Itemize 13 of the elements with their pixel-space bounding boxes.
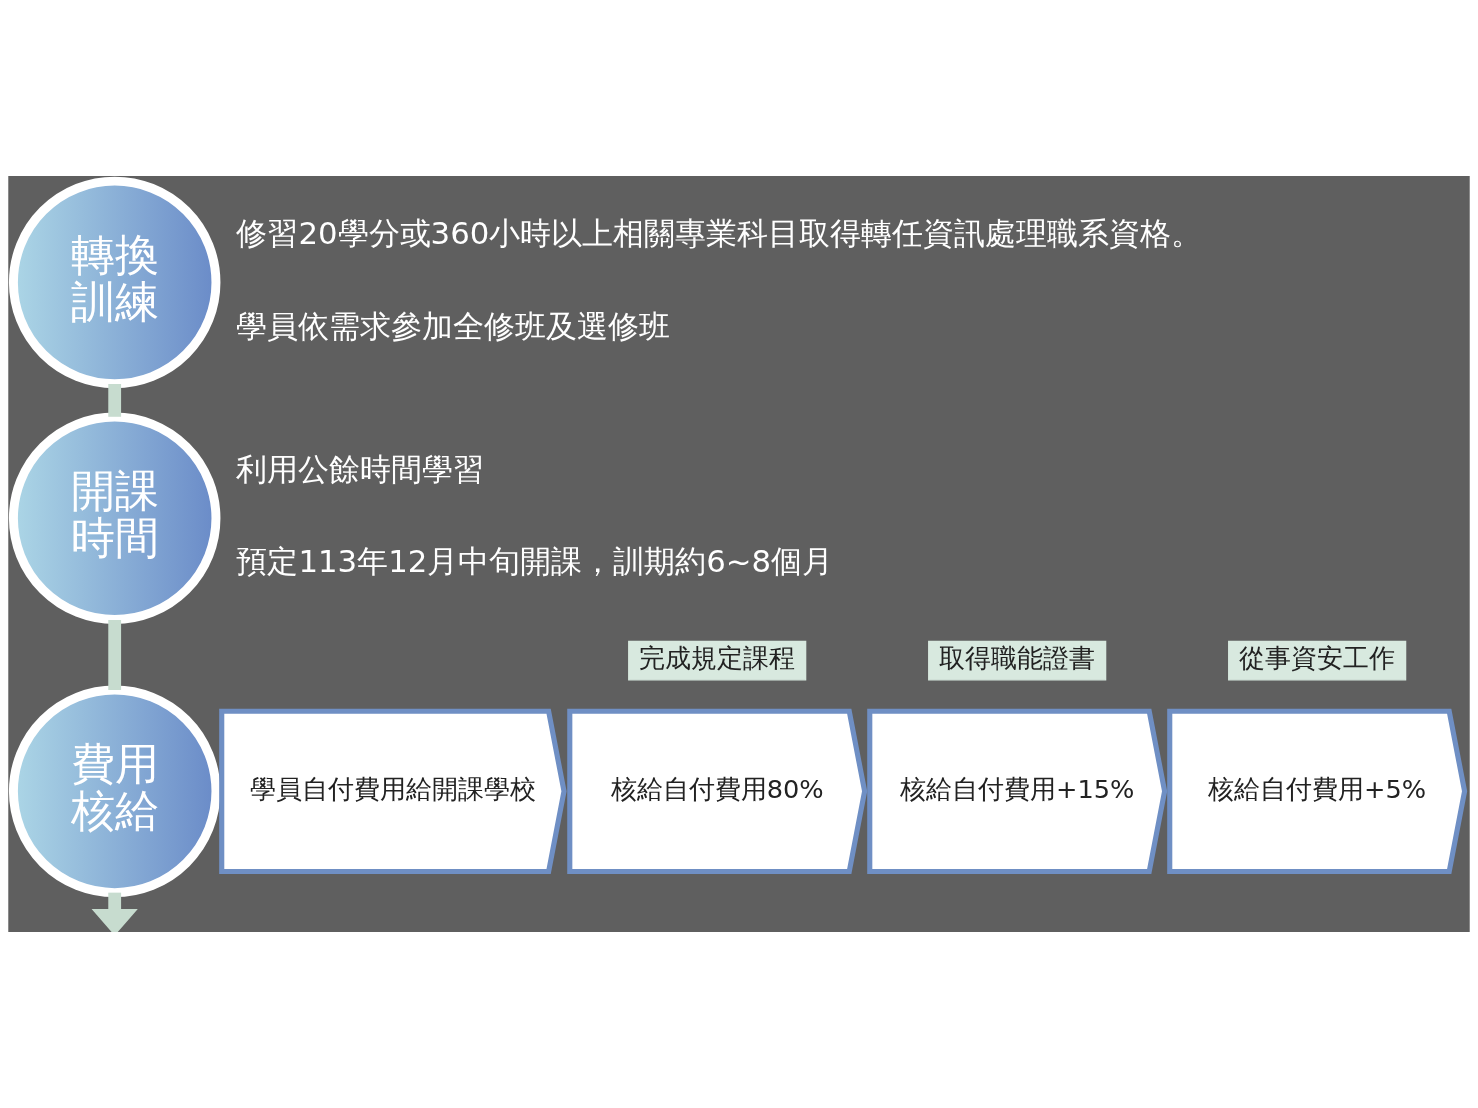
- node-label: 學員依需求參加全修班及選修班: [236, 307, 671, 344]
- node-label: 從事資安工作: [1239, 642, 1396, 673]
- node-circle: 費用核給: [8, 685, 221, 898]
- node-circle: 轉換訓練: [8, 176, 221, 389]
- node-circle: 開課時間: [8, 412, 221, 625]
- arrow: [91, 892, 138, 932]
- node-label: 完成規定課程: [639, 642, 796, 673]
- node-label: 修習20學分或360小時以上相關專業科目取得轉任資訊處理職系資格。: [236, 215, 1203, 252]
- connector: [108, 384, 122, 417]
- node-label: 利用公餘時間學習: [236, 451, 485, 488]
- node-label: 預定113年12月中旬開課，訓期約6~8個月: [236, 543, 834, 580]
- connector: [108, 619, 122, 690]
- node-label: 取得職能證書: [939, 642, 1096, 673]
